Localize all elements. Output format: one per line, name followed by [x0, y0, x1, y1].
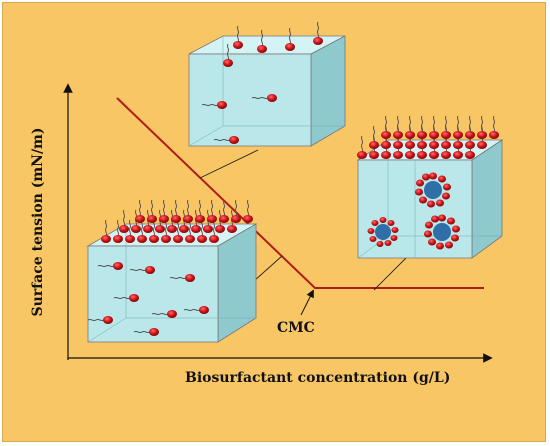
surface-tension-curve	[116, 97, 484, 289]
cmc-label: CMC	[277, 320, 315, 336]
y-axis-label: Surface tension (mN/m)	[30, 127, 46, 317]
micelle	[424, 214, 460, 250]
cmc-arrow	[300, 289, 314, 316]
cube-low-concentration	[188, 21, 346, 147]
cube-medium-concentration	[86, 199, 258, 343]
connector-top-cube	[199, 149, 259, 179]
micelle	[367, 217, 399, 247]
connector-right-cube	[373, 253, 411, 291]
cube-above-cmc	[356, 115, 504, 259]
x-axis-label: Biosurfactant concentration (g/L)	[185, 370, 451, 386]
micelle	[415, 172, 451, 208]
